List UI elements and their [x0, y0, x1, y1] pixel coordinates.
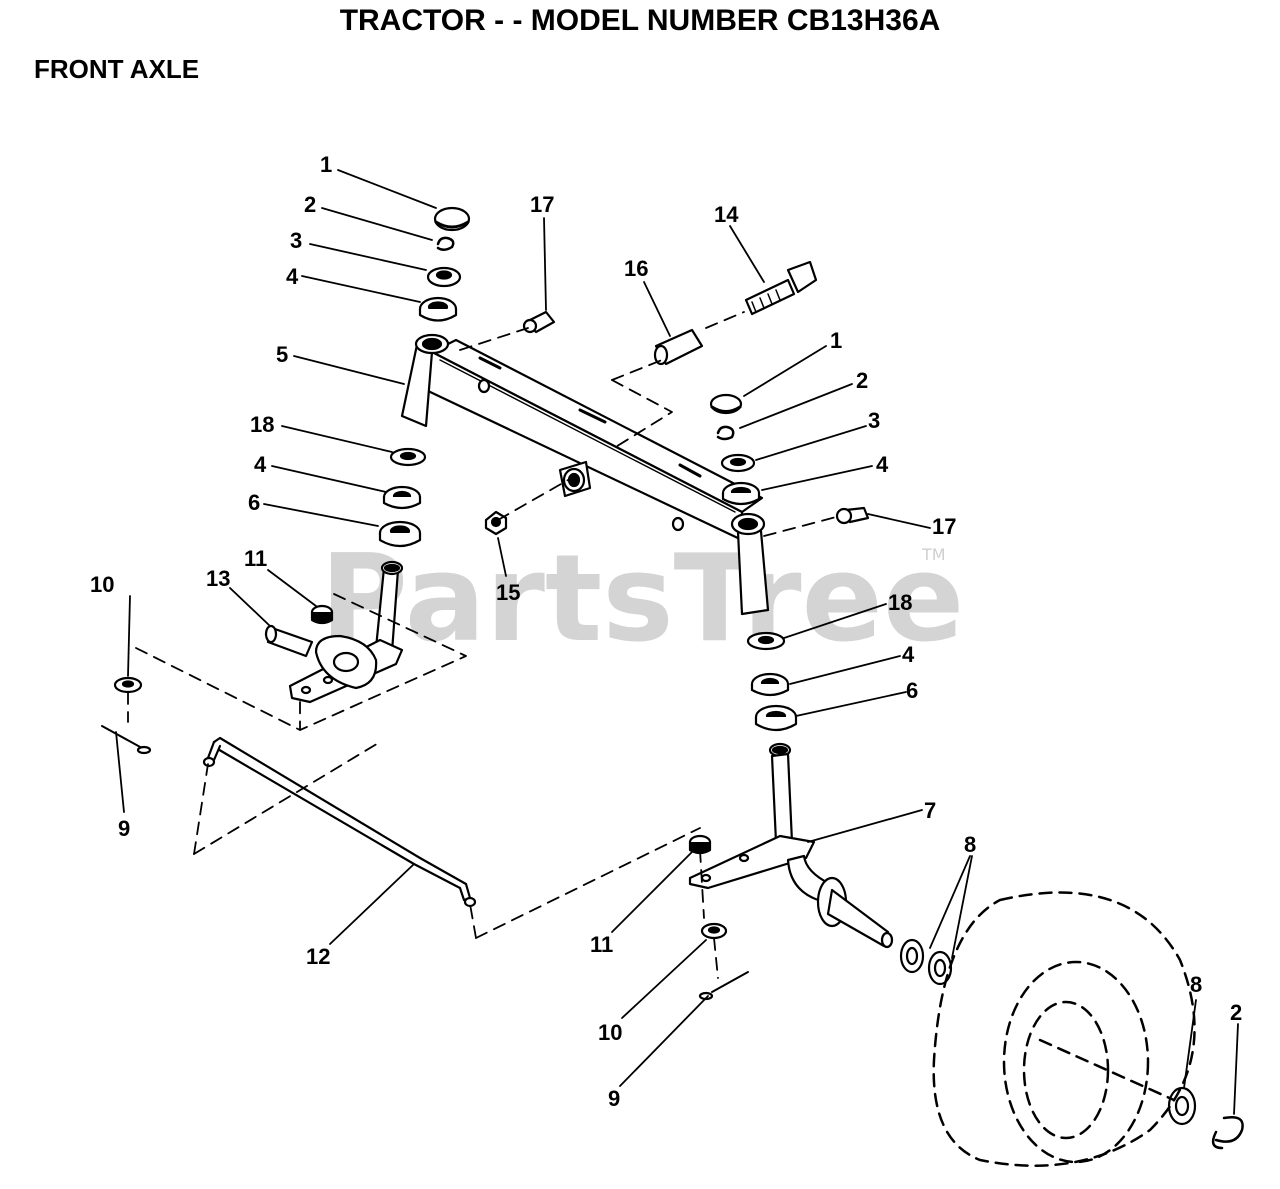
page-title: TRACTOR - - MODEL NUMBER CB13H36A — [339, 4, 941, 37]
callout-label: 17 — [530, 192, 554, 217]
callout-label: 18 — [250, 412, 274, 437]
callout-label: 2 — [856, 368, 868, 393]
assembly-lines — [127, 311, 841, 979]
callout-label: 6 — [248, 490, 260, 515]
grease-fitting-17-left — [522, 310, 556, 334]
callout-label: 8 — [964, 832, 976, 857]
right-grease-fitting-11 — [688, 834, 712, 855]
callout-numbers: 1 2 3 4 5 18 4 6 11 13 10 9 17 14 16 1 2… — [90, 152, 1242, 1111]
leader-lines — [115, 169, 1239, 1115]
callout-label: 9 — [608, 1086, 620, 1111]
callout-label: 4 — [254, 452, 267, 477]
right-retaining-ring — [716, 425, 735, 441]
callout-label: 4 — [286, 264, 299, 289]
right-bearing-6 — [754, 704, 798, 732]
section-subtitle: FRONT AXLE — [34, 54, 200, 84]
callout-label: 11 — [590, 932, 613, 957]
left-hub-cap — [433, 206, 471, 232]
right-washer-10 — [700, 922, 728, 940]
callout-label: 11 — [244, 546, 267, 571]
right-washer-18 — [746, 631, 786, 651]
callout-label: 8 — [1190, 972, 1202, 997]
callout-label: 14 — [714, 202, 739, 227]
callout-label: 2 — [1230, 1000, 1242, 1025]
left-washer-10 — [113, 676, 143, 694]
callout-label: 6 — [906, 678, 918, 703]
watermark-tm: TM — [921, 545, 946, 564]
grease-fitting-17-right — [835, 506, 870, 525]
callout-label: 4 — [902, 642, 915, 667]
callout-label: 13 — [206, 566, 230, 591]
callout-label: 9 — [118, 816, 130, 841]
tie-rod-12 — [202, 736, 477, 908]
callout-label: 4 — [876, 452, 889, 477]
axle-beam — [400, 333, 770, 616]
left-spindle — [264, 560, 404, 704]
right-spindle-7 — [688, 742, 894, 949]
left-grease-fitting-11 — [310, 604, 334, 625]
tire-phantom — [932, 891, 1196, 1167]
left-retaining-ring — [436, 236, 455, 251]
right-bearing-4 — [721, 481, 761, 506]
callout-label: 18 — [888, 590, 912, 615]
outer-retaining-ring-2 — [1211, 1116, 1244, 1150]
callout-label: 17 — [932, 514, 956, 539]
right-cotter-pin-9 — [698, 971, 749, 1001]
left-washer-18 — [389, 447, 427, 467]
left-cotter-pin-9 — [101, 725, 152, 755]
callout-label: 1 — [830, 328, 842, 353]
callout-label: 1 — [320, 152, 332, 177]
callout-label: 12 — [306, 944, 330, 969]
callout-label: 3 — [868, 408, 880, 433]
right-washer-3 — [720, 453, 756, 473]
left-bearing-6 — [378, 520, 422, 548]
outer-washer-8 — [1167, 1086, 1197, 1126]
watermark-text: PartsTree — [320, 530, 964, 669]
left-washer-3 — [426, 266, 462, 288]
nut-15 — [484, 510, 508, 536]
washers-8 — [899, 938, 953, 986]
right-bearing-4b — [750, 672, 790, 697]
left-bearing-4b — [382, 485, 422, 510]
left-bearing-4 — [418, 296, 458, 322]
callout-label: 15 — [496, 580, 520, 605]
callout-label: 3 — [290, 228, 302, 253]
spacer-16 — [653, 328, 704, 366]
bolt-14 — [744, 260, 818, 316]
right-hub-cap — [709, 393, 743, 415]
callout-label: 16 — [624, 256, 648, 281]
callout-label: 2 — [304, 192, 316, 217]
callout-label: 10 — [90, 572, 114, 597]
callout-label: 10 — [598, 1020, 622, 1045]
callout-label: 5 — [276, 342, 288, 367]
callout-label: 7 — [924, 798, 936, 823]
